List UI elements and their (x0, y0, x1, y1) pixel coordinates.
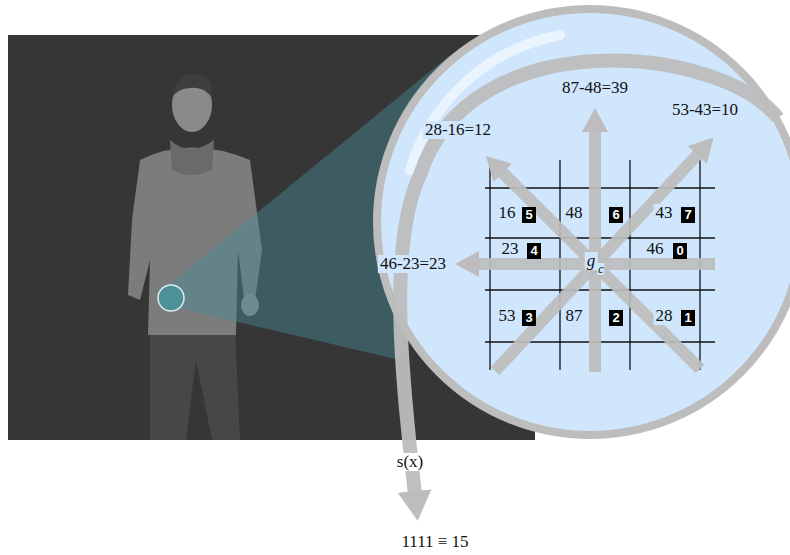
neighbor-index: 4 (527, 243, 541, 259)
center-subscript: c (597, 263, 604, 275)
code-result: 1111 ≡ 15 (399, 533, 470, 551)
pixel-value: 23 (500, 240, 521, 258)
pixel-value: 28 (654, 307, 675, 325)
hood (170, 140, 214, 175)
jeans (150, 330, 240, 440)
pixel-value: 48 (564, 204, 585, 222)
neighbor-index: 5 (522, 207, 536, 223)
function-label: s(x) (395, 453, 425, 471)
pixel-value: 16 (497, 204, 518, 222)
difference-label: 28-16=12 (423, 121, 493, 139)
neighbor-index: 2 (609, 310, 623, 326)
neighbor-index: 6 (609, 207, 623, 223)
neighbor-index: 0 (673, 243, 687, 259)
comparison-arrow (589, 128, 601, 372)
sweep-arrow (400, 61, 778, 495)
hair (172, 74, 212, 98)
difference-label: 46-23=23 (378, 255, 448, 273)
pixel-value: 53 (497, 307, 518, 325)
pixel-value: 46 (645, 240, 666, 258)
difference-label: 87-48=39 (560, 79, 630, 97)
pixel-value: 43 (654, 204, 675, 222)
center-pixel: g (585, 252, 598, 270)
pixel-value: 87 (564, 307, 585, 325)
neighbor-index: 1 (681, 310, 695, 326)
difference-label: 53-43=10 (670, 101, 740, 119)
magnifier (377, 9, 790, 435)
neighbor-index: 3 (522, 310, 536, 326)
sample-point (158, 285, 184, 311)
comparison-arrows (475, 128, 715, 372)
neighbor-index: 7 (681, 207, 695, 223)
